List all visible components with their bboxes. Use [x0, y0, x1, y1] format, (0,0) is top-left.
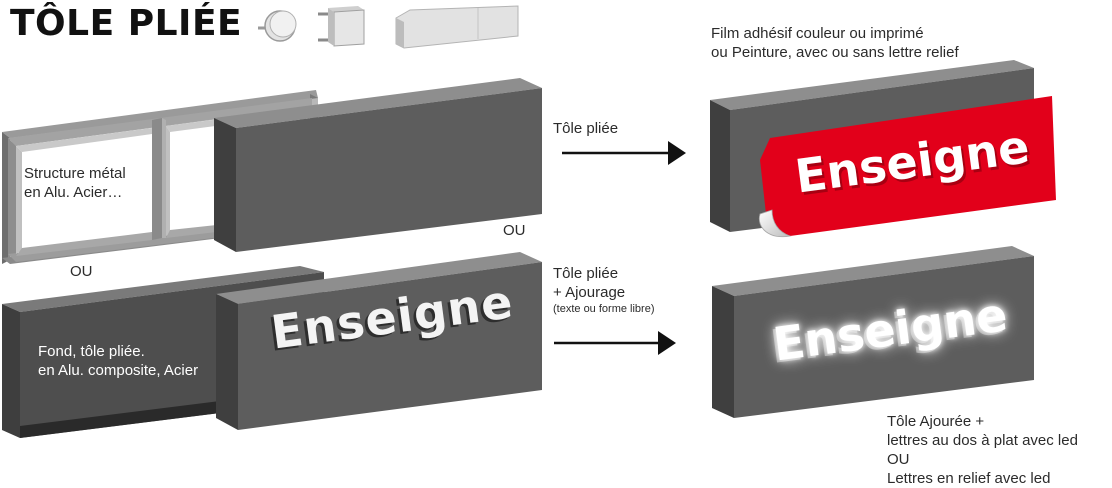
- structure-label-line-2: en Alu. Acier…: [24, 184, 123, 201]
- arrow-bottom-label-line-2: + Ajourage: [553, 284, 626, 301]
- bottom-right-label-line-4: Lettres en relief avec led: [887, 470, 1051, 487]
- ou-middle-label: OU: [503, 222, 526, 239]
- arrow-bottom-note: (texte ou forme libre): [553, 303, 655, 315]
- fond-label: Fond, tôle pliée. en Alu. composite, Aci…: [38, 342, 216, 380]
- film-label-line-2: ou Peinture, avec ou sans lettre relief: [711, 44, 959, 61]
- fond-label-line-2: en Alu. composite, Acier: [38, 362, 199, 379]
- fond-label-line-1: Fond, tôle pliée.: [38, 343, 145, 360]
- bottom-right-label-line-1: Tôle Ajourée +: [887, 413, 985, 430]
- structure-label-line-1: Structure métal: [24, 165, 126, 182]
- red-film-sign-box: [710, 60, 1056, 238]
- structure-label: Structure métal en Alu. Acier…: [24, 164, 126, 202]
- arrow-top-icon: [562, 141, 686, 165]
- arrow-top-label: Tôle pliée: [553, 120, 619, 137]
- bottom-right-label-line-3: OU: [887, 451, 910, 468]
- arrow-bottom-label-line-1: Tôle pliée: [553, 265, 619, 282]
- flat-sign-icon: [395, 5, 519, 49]
- arrow-bottom-label: Tôle pliée + Ajourage (texte ou forme li…: [553, 264, 654, 316]
- bottom-right-label: Tôle Ajourée + lettres au dos à plat ave…: [887, 412, 1078, 488]
- folded-sheet-box-top: [214, 78, 542, 252]
- page-title: TÔLE PLIÉE: [10, 3, 243, 44]
- arrow-bottom-icon: [554, 331, 676, 355]
- ou-left-label: OU: [70, 263, 93, 280]
- film-label-line-1: Film adhésif couleur ou imprimé: [711, 25, 924, 42]
- round-sign-icon: [258, 10, 297, 42]
- film-label: Film adhésif couleur ou imprimé ou Peint…: [711, 24, 959, 62]
- illuminated-sign-box: [712, 246, 1034, 418]
- bracket-sign-icon: [318, 6, 365, 47]
- perforated-sheet-box: [216, 252, 542, 430]
- bottom-right-label-line-2: lettres au dos à plat avec led: [887, 432, 1078, 449]
